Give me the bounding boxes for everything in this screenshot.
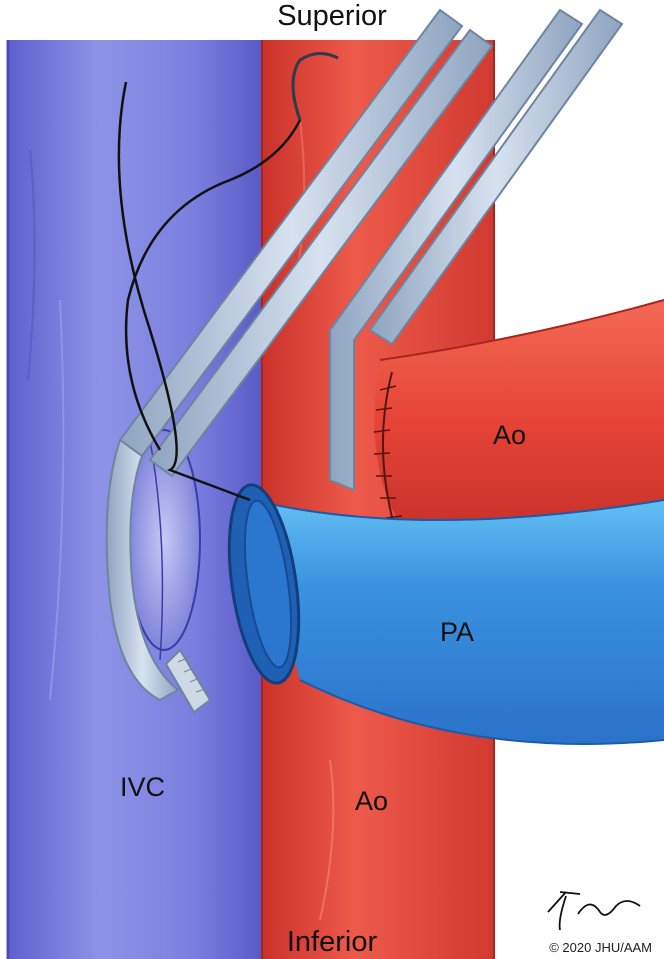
artist-signature — [547, 891, 641, 931]
copyright-text: © 2020 JHU/AAM — [549, 940, 652, 955]
inferior-label: Inferior — [286, 926, 378, 958]
ivc-label: IVC — [120, 772, 166, 802]
needle — [291, 52, 339, 121]
pulmonary-artery — [227, 483, 664, 745]
aorta-upper-label: Ao — [493, 420, 527, 450]
aortic-clamp — [329, 8, 624, 492]
pulmonary-artery-label: PA — [440, 617, 475, 647]
aorta-lower-label: Ao — [355, 786, 389, 816]
suture-thread — [117, 81, 302, 502]
vascular-clamp — [105, 8, 494, 714]
superior-label: Superior — [277, 0, 387, 32]
